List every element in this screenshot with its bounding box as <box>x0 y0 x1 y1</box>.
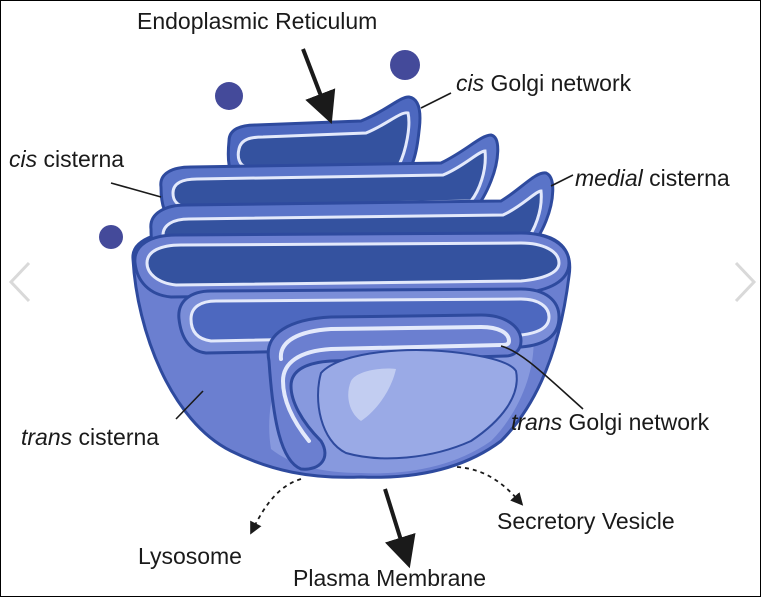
label-medial-cisterna-italic: medial <box>575 165 643 191</box>
leader-trans-golgi-network <box>500 345 584 410</box>
vesicle-top-right <box>390 50 420 80</box>
vesicle-top-left <box>215 82 243 110</box>
label-trans-golgi-network: trans Golgi network <box>511 408 709 436</box>
label-secretory-vesicle: Secretory Vesicle <box>497 508 675 534</box>
chevron-right-icon[interactable] <box>732 259 758 305</box>
label-medial-cisterna-rest: cisterna <box>642 165 730 191</box>
label-lysosome: Lysosome <box>138 543 242 569</box>
label-trans-golgi-network-rest: Golgi network <box>562 409 710 435</box>
cis-golgi-network-lumen <box>236 111 411 169</box>
arrow-from-er <box>301 48 336 124</box>
label-cis-golgi-network-rest: Golgi network <box>484 70 632 96</box>
arrow-to-plasma-membrane <box>383 488 416 569</box>
leader-cis-cisterna <box>110 182 162 198</box>
label-trans-cisterna-rest: cisterna <box>72 424 160 450</box>
trans-golgi-network-highlight <box>278 324 512 443</box>
label-endoplasmic-reticulum: Endoplasmic Reticulum <box>137 8 378 34</box>
chevron-left-icon[interactable] <box>7 259 33 305</box>
trans-cisterna-upper-lumen <box>145 241 561 287</box>
label-trans-cisterna: trans cisterna <box>21 423 159 451</box>
trans-golgi-inner-reflection <box>348 368 396 421</box>
label-trans-golgi-network-italic: trans <box>511 409 563 435</box>
leader-trans-cisterna <box>175 390 204 420</box>
label-plasma-membrane: Plasma Membrane <box>293 565 487 591</box>
vesicle-left <box>99 225 123 249</box>
leader-cis-golgi-network <box>420 92 452 109</box>
label-cis-golgi-network-italic: cis <box>456 70 485 96</box>
label-cis-cisterna-rest: cisterna <box>37 146 125 172</box>
label-cis-cisterna: cis cisterna <box>9 145 124 173</box>
label-cis-cisterna-italic: cis <box>9 146 38 172</box>
arrow-to-lysosome <box>250 478 302 535</box>
arrow-to-secretory-vesicle <box>456 466 524 506</box>
label-cis-golgi-network: cis Golgi network <box>456 69 631 97</box>
label-trans-cisterna-italic: trans <box>21 424 73 450</box>
leader-medial-cisterna <box>550 174 574 187</box>
label-medial-cisterna: medial cisterna <box>575 164 730 192</box>
